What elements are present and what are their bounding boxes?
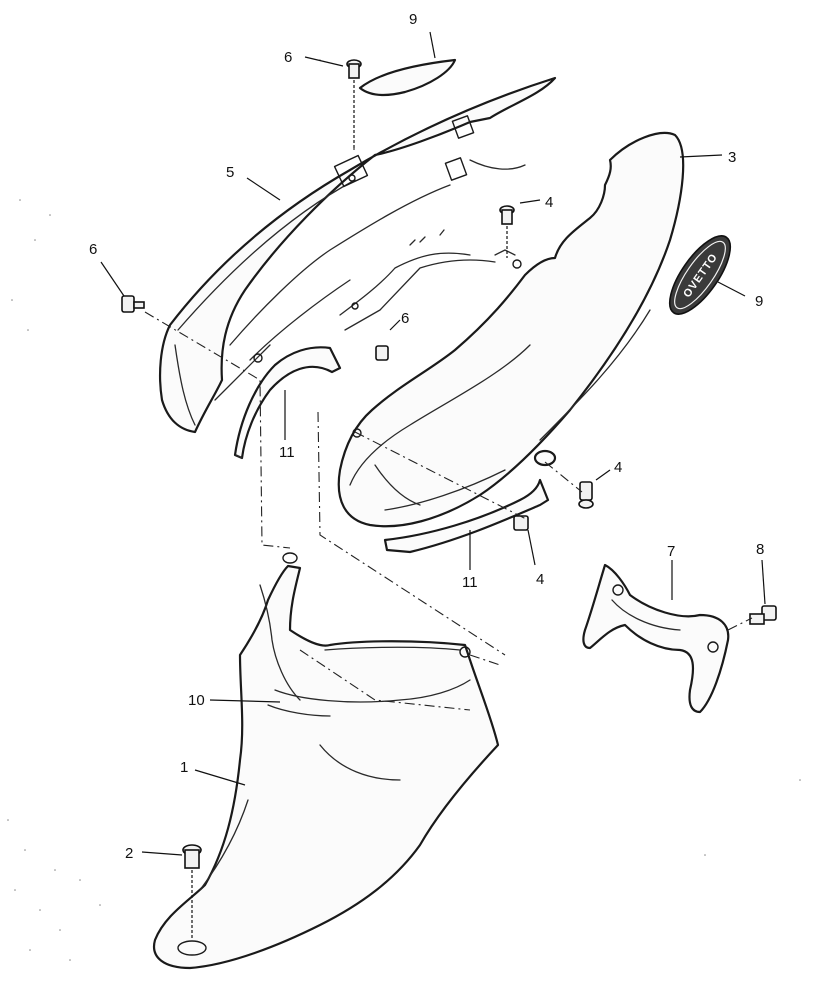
scan-noise — [7, 59, 801, 961]
bolt-8 — [749, 605, 777, 625]
callout-1: 1 — [180, 759, 188, 776]
bolt-4-upper — [499, 205, 515, 258]
assembly-lines — [144, 148, 753, 711]
part-9-emblem-top — [358, 58, 457, 97]
part-7-bracket — [582, 563, 730, 714]
callout-3: 3 — [728, 149, 736, 166]
callout-4-right: 4 — [614, 459, 622, 476]
callout-4-upper: 4 — [545, 194, 553, 211]
bolt-6-mid — [375, 345, 389, 361]
callout-5: 5 — [226, 164, 234, 181]
part-11-rail-right — [383, 478, 550, 554]
callout-2: 2 — [125, 845, 133, 862]
callout-6-top: 6 — [284, 49, 292, 66]
part-11-rail-left — [233, 346, 342, 460]
callout-6-mid: 6 — [401, 310, 409, 327]
callout-4-lower: 4 — [536, 571, 544, 588]
callouts: 9 6 5 3 4 6 6 9 11 4 11 4 7 8 10 1 2 — [89, 11, 764, 862]
bolt-6-top — [346, 59, 362, 148]
callout-10: 10 — [188, 692, 205, 709]
bolt-6-left — [121, 295, 145, 313]
callout-7: 7 — [667, 543, 675, 560]
callout-11-right: 11 — [462, 574, 478, 591]
bolt-4-right — [578, 481, 594, 509]
bolt-2 — [182, 844, 202, 940]
leader-lines — [100, 31, 766, 856]
callout-9-right: 9 — [755, 293, 763, 310]
part-3-right-side-cover — [337, 131, 685, 528]
mount-hole — [177, 940, 207, 956]
callout-11-left: 11 — [279, 444, 295, 461]
part-9-emblem-right: OVETTO — [668, 235, 732, 315]
callout-9-top: 9 — [409, 11, 417, 28]
callout-6-left: 6 — [89, 241, 97, 258]
callout-8: 8 — [756, 541, 764, 558]
bolt-4-lower — [513, 515, 529, 531]
part-1-lower-cover — [152, 552, 500, 970]
